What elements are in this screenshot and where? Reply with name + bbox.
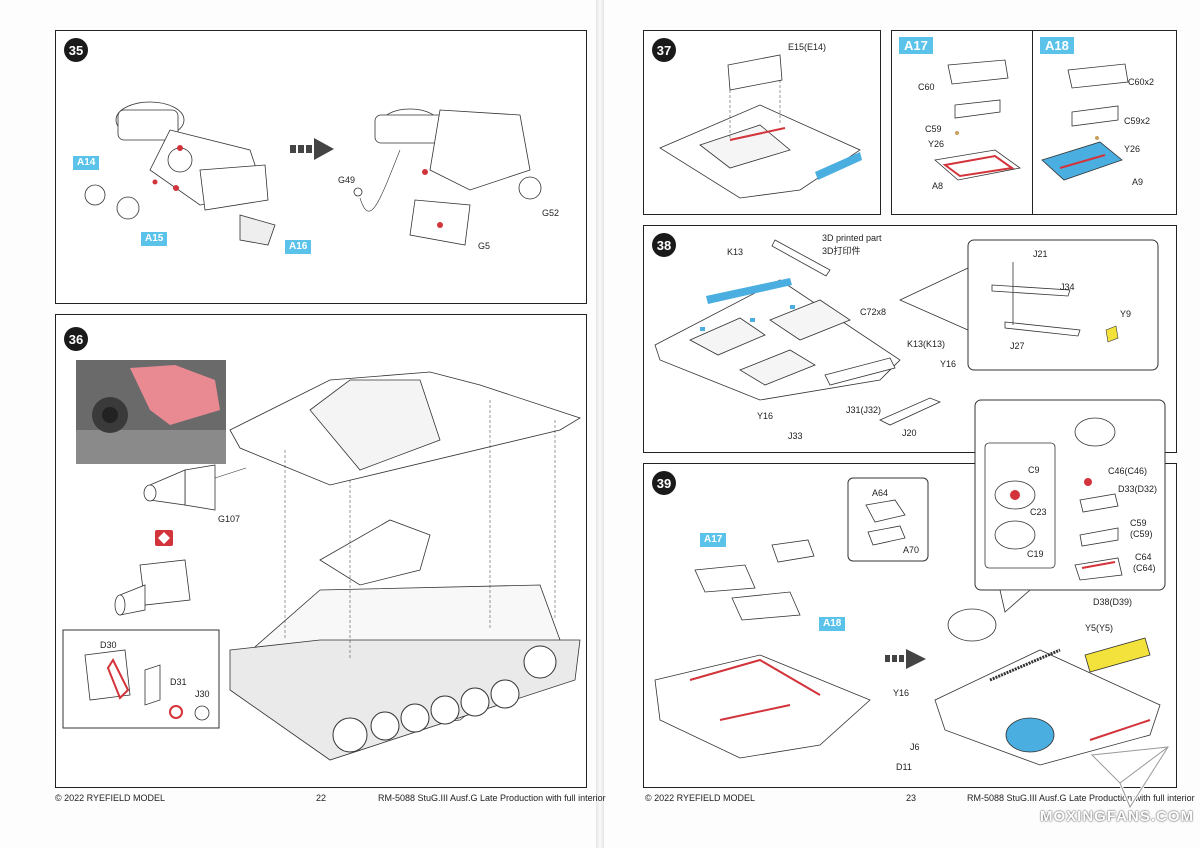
step-35-part-g52: G52 <box>542 208 560 218</box>
step-39-part-c46: C46(C46) <box>1108 466 1148 476</box>
step-38-part-y16-b: Y16 <box>757 411 774 421</box>
step-38-part-j31: J31(J32) <box>846 405 882 415</box>
step-35-number: 35 <box>64 38 88 62</box>
step-39-part-d38: D38(D39) <box>1093 597 1133 607</box>
step-39-part-c64: C64 <box>1135 552 1152 562</box>
step-38-number: 38 <box>652 233 676 257</box>
step-38-part-j34: J34 <box>1060 282 1075 292</box>
step-38-part-c72x8: C72x8 <box>860 307 887 317</box>
right-footer-page-number: 23 <box>906 793 917 803</box>
step-37-a17-part-y26: Y26 <box>928 139 945 149</box>
step-37-a18-panel <box>1032 30 1177 215</box>
step-37-panel <box>643 30 881 215</box>
step-37-a17-panel <box>891 30 1034 215</box>
step-39-number: 39 <box>652 471 676 495</box>
step-39-part-c23: C23 <box>1030 507 1047 517</box>
left-footer-page-number: 22 <box>316 793 327 803</box>
step-37-a18-part-a9: A9 <box>1132 177 1144 187</box>
step-38-note-cn: 3D打印件 <box>822 246 861 256</box>
step-39-part-c59: C59 <box>1130 518 1147 528</box>
right-footer-copyright: © 2022 RYEFIELD MODEL <box>645 793 756 803</box>
step-36-part-d31: D31 <box>170 677 187 687</box>
step-39-tag-a17: A17 <box>700 533 727 547</box>
step-39-part-c19: C19 <box>1027 549 1044 559</box>
step-39-part-a70: A70 <box>903 545 920 555</box>
step-39-part-y5: Y5(Y5) <box>1085 623 1114 633</box>
step-37-a17-part-c60: C60 <box>918 82 935 92</box>
step-39-part-d11: D11 <box>896 762 912 772</box>
step-39-part-c64-alt: (C64) <box>1133 563 1156 573</box>
step-35-panel <box>55 30 587 304</box>
left-footer-product: RM-5088 StuG.III Ausf.G Late Production … <box>378 793 606 803</box>
step-39-part-j6: J6 <box>910 742 920 752</box>
right-footer-product: RM-5088 StuG.III Ausf.G Late Production … <box>967 793 1195 803</box>
step-35-part-g5: G5 <box>478 241 491 251</box>
step-35-tag-a15: A15 <box>141 232 168 246</box>
step-38-part-j27: J27 <box>1010 341 1025 351</box>
step-37-a17-part-c59: C59 <box>925 124 942 134</box>
step-39-tag-a18: A18 <box>819 617 846 631</box>
step-38-part-j33: J33 <box>788 431 803 441</box>
step-35-part-g49: G49 <box>338 175 356 185</box>
step-36-number: 36 <box>64 327 88 351</box>
step-37-a17-tag: A17 <box>899 37 933 54</box>
step-38-note-en: 3D printed part <box>822 233 882 243</box>
step-39-part-c9: C9 <box>1028 465 1040 475</box>
step-38-part-k13: K13 <box>727 247 744 257</box>
step-36-part-g107: G107 <box>218 514 241 524</box>
step-39-part-y16: Y16 <box>893 688 910 698</box>
step-38-part-k13k13: K13(K13) <box>907 339 946 349</box>
left-footer-copyright: © 2022 RYEFIELD MODEL <box>55 793 166 803</box>
step-36-part-d30: D30 <box>100 640 117 650</box>
step-38-part-j20: J20 <box>902 428 917 438</box>
step-38-part-y9: Y9 <box>1120 309 1132 319</box>
watermark-text: MOXINGFANS.COM <box>1040 808 1195 825</box>
step-37-a18-part-c60x2: C60x2 <box>1128 77 1155 87</box>
step-37-a18-part-y26: Y26 <box>1124 144 1141 154</box>
step-39-part-d33: D33(D32) <box>1118 484 1158 494</box>
step-38-part-y16-a: Y16 <box>940 359 957 369</box>
step-38-part-j21: J21 <box>1033 249 1048 259</box>
step-37-part-e15: E15(E14) <box>788 42 827 52</box>
step-35-tag-a14: A14 <box>73 156 100 170</box>
step-37-a18-tag: A18 <box>1040 37 1074 54</box>
step-37-a18-part-c59x2: C59x2 <box>1124 116 1151 126</box>
step-36-part-j30: J30 <box>195 689 210 699</box>
step-37-a17-part-a8: A8 <box>932 181 944 191</box>
step-36-panel <box>55 314 587 788</box>
step-39-part-a64: A64 <box>872 488 889 498</box>
page-gutter <box>596 0 604 848</box>
step-35-tag-a16: A16 <box>285 240 312 254</box>
step-39-part-c59-alt: (C59) <box>1130 529 1153 539</box>
step-37-number: 37 <box>652 38 676 62</box>
